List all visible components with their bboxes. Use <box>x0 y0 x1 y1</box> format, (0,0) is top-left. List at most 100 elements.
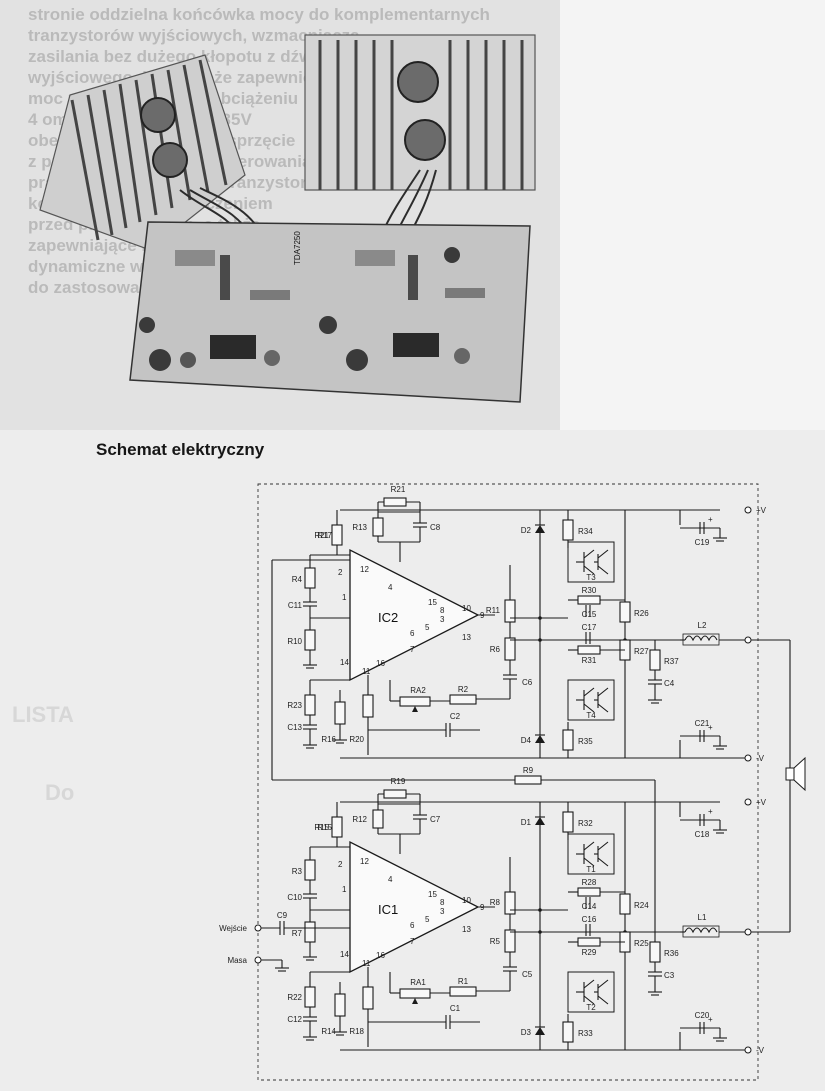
transistor-t2 <box>567 971 615 1013</box>
ic-pin-label: 8 <box>440 606 445 615</box>
capacitor-label: C15 <box>582 610 597 619</box>
resistor-series <box>449 986 477 997</box>
transistor-label: T1 <box>586 865 596 874</box>
ic-pin-label: 10 <box>462 604 471 613</box>
resistor-label: R21 <box>314 531 329 540</box>
resistor-label: R37 <box>664 657 679 666</box>
resistor-label: R21 <box>391 485 406 494</box>
wire <box>597 979 609 989</box>
resistor-label: R11 <box>486 606 501 615</box>
capacitor-label: C20 <box>695 1011 710 1020</box>
inductor <box>684 927 718 934</box>
schematic-heading: Schemat elektryczny <box>96 440 265 459</box>
resistor-label: R28 <box>582 878 597 887</box>
resistor-label: R23 <box>287 701 302 710</box>
resistor-inner-1 <box>504 891 516 915</box>
resistor-label: R1 <box>458 977 469 986</box>
background-text-line: tranzystorów wyjściowych, wzmacniacza <box>28 26 360 45</box>
resistor-mid-upper <box>577 887 601 897</box>
wire <box>583 703 595 713</box>
capacitor-label: C8 <box>430 523 441 532</box>
resistor-label: R25 <box>634 939 649 948</box>
ic-ic1 <box>349 840 480 974</box>
resistor-r9 <box>514 775 542 785</box>
resistor-inner-1 <box>504 599 516 623</box>
rail-label-neg: -V <box>756 754 765 763</box>
diode-label: D3 <box>521 1028 532 1037</box>
ic-pin-label: 8 <box>440 898 445 907</box>
wire <box>597 549 609 559</box>
resistor-label: R35 <box>578 737 593 746</box>
resistor-label: R20 <box>349 735 364 744</box>
resistor-upper <box>562 811 574 833</box>
capacitor-label: C4 <box>664 679 675 688</box>
potentiometer <box>399 988 431 999</box>
resistor-label: R4 <box>292 575 303 584</box>
ic-pin-label: 2 <box>338 568 343 577</box>
background-text-line: stronie oddzielna końcówka mocy do kompl… <box>28 5 490 24</box>
resistor-label: R26 <box>634 609 649 618</box>
ic-pin-label: 14 <box>340 658 349 667</box>
resistor-label: R6 <box>490 645 501 654</box>
resistor-r13 <box>372 517 384 537</box>
capacitor-label: C5 <box>522 970 533 979</box>
resistor-r13 <box>372 809 384 829</box>
ic-pin-label: 3 <box>440 907 445 916</box>
ic-pin-label: 1 <box>342 885 347 894</box>
wire <box>583 841 595 851</box>
capacitor-label: C21 <box>695 719 710 728</box>
ic-pin-label: 13 <box>462 633 471 642</box>
resistor-lower <box>562 1021 574 1043</box>
ic-pin-label: 4 <box>388 583 393 592</box>
ic-pin-label: 6 <box>410 921 415 930</box>
resistor-inner-2 <box>504 929 516 953</box>
wire <box>583 549 595 559</box>
resistor-r20 <box>362 694 374 718</box>
background-text-line: zasilania bez dużego kłopotu z dźwięku <box>28 47 347 66</box>
resistor-left-1 <box>304 859 316 881</box>
resistor-label: R12 <box>352 815 367 824</box>
resistor-r15 <box>331 816 343 838</box>
ic-pin-label: 11 <box>362 959 371 968</box>
ic-pin-label: 10 <box>462 896 471 905</box>
resistor-left-2 <box>304 921 316 943</box>
resistor-zobel <box>649 649 661 671</box>
resistor-label: R33 <box>578 1029 593 1038</box>
resistor-r21 <box>331 524 343 546</box>
resistor-label: R2 <box>458 685 469 694</box>
diode-label: D4 <box>521 736 532 745</box>
pot-label: RA2 <box>410 686 426 695</box>
resistor-label: R14 <box>321 1027 336 1036</box>
ic-pin-label: 15 <box>428 890 437 899</box>
resistor-label: R36 <box>664 949 679 958</box>
capacitor-label: C14 <box>582 902 597 911</box>
resistor-lower <box>562 729 574 751</box>
rail-label-neg: -V <box>756 1046 765 1055</box>
capacitor-label: C11 <box>288 601 303 610</box>
resistor-left-3 <box>304 986 316 1008</box>
resistor-label: R17 <box>317 531 332 540</box>
capacitor-label: C2 <box>450 712 461 721</box>
ic-pin-label: 7 <box>410 645 415 654</box>
resistor-label: R18 <box>349 1027 364 1036</box>
wire <box>597 857 609 867</box>
potentiometer <box>399 696 431 707</box>
resistor-label: R34 <box>578 527 593 536</box>
ic-pin-label: 16 <box>376 659 385 668</box>
capacitor-label: C7 <box>430 815 441 824</box>
ic-label: IC1 <box>378 902 398 917</box>
resistor-label: R5 <box>490 937 501 946</box>
diode-d1 <box>535 817 545 825</box>
resistor-label: R32 <box>578 819 593 828</box>
resistor-label: R19 <box>391 777 406 786</box>
resistor-label: R15 <box>314 823 329 832</box>
resistor-label: R3 <box>292 867 303 876</box>
resistor-label: R7 <box>292 929 303 938</box>
resistor-label: R31 <box>582 656 597 665</box>
capacitor-label: C1 <box>450 1004 461 1013</box>
capacitor-label: C13 <box>287 723 302 732</box>
wire <box>597 703 609 713</box>
resistor-label: R29 <box>582 948 597 957</box>
capacitor-label: C12 <box>287 1015 302 1024</box>
